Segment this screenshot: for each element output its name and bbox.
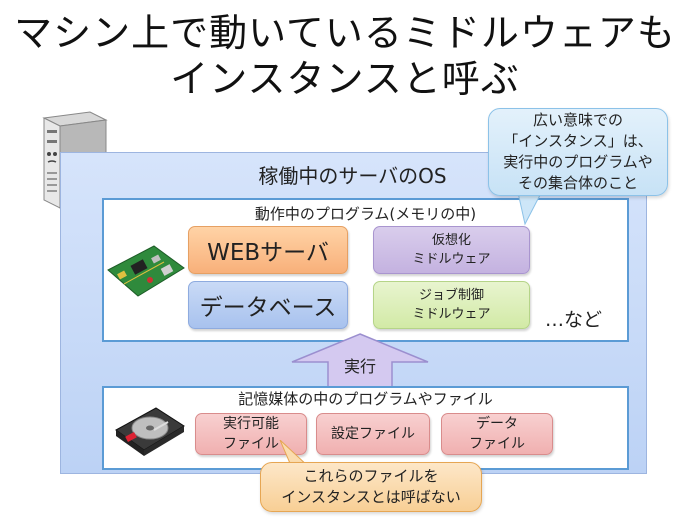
page-title-line1: マシン上で動いているミドルウェアも xyxy=(14,11,676,55)
file-executable: 実行可能 ファイル xyxy=(195,413,307,455)
circuit-board-icon xyxy=(104,240,186,302)
etc-label: …など xyxy=(545,309,603,331)
callout-bottom-line2: インスタンスとは呼ばない xyxy=(281,488,461,506)
callout-instance-definition: 広い意味での 「インスタンス」は、 実行中のプログラムや その集合体のこと xyxy=(488,108,668,196)
storage-label: 記憶媒体の中のプログラムやファイル xyxy=(238,390,493,408)
file-data: データ ファイル xyxy=(441,413,553,455)
program-virtualization-line1: 仮想化 xyxy=(431,233,471,248)
callout-top-line2: 「インスタンス」は、 xyxy=(503,132,653,150)
program-database-label: データベース xyxy=(199,295,337,321)
program-virtualization-line2: ミドルウェア xyxy=(412,252,491,267)
hard-disk-icon xyxy=(112,400,188,458)
callout-top-line3: 実行中のプログラムや xyxy=(503,153,653,171)
file-data-line1: データ xyxy=(476,416,518,432)
file-config: 設定ファイル xyxy=(316,413,430,455)
callout-files-not-instances: これらのファイルを インスタンスとは呼ばない xyxy=(260,462,482,512)
program-job-control-middleware: ジョブ制御 ミドルウェア xyxy=(373,281,530,329)
program-web-server-label: WEBサーバ xyxy=(207,240,329,266)
program-virtualization-middleware: 仮想化 ミドルウェア xyxy=(373,226,530,274)
program-job-control-line2: ミドルウェア xyxy=(412,307,491,322)
callout-top-line4: その集合体のこと xyxy=(517,174,638,192)
file-executable-line2: ファイル xyxy=(223,436,279,452)
os-label: 稼働中のサーバのOS xyxy=(258,164,447,188)
page-title-line2: インスタンスと呼ぶ xyxy=(170,57,520,101)
program-job-control-line1: ジョブ制御 xyxy=(418,288,484,303)
program-database: データベース xyxy=(188,281,348,329)
program-web-server: WEBサーバ xyxy=(188,226,348,274)
file-config-line1: 設定ファイル xyxy=(331,426,415,442)
file-data-line2: ファイル xyxy=(469,436,525,452)
callout-bottom-line1: これらのファイルを xyxy=(303,467,439,485)
memory-label: 動作中のプログラム(メモリの中) xyxy=(254,205,477,223)
file-executable-line1: 実行可能 xyxy=(223,416,279,432)
execute-arrow-label: 実行 xyxy=(343,357,376,376)
callout-top-line1: 広い意味での xyxy=(532,111,623,129)
